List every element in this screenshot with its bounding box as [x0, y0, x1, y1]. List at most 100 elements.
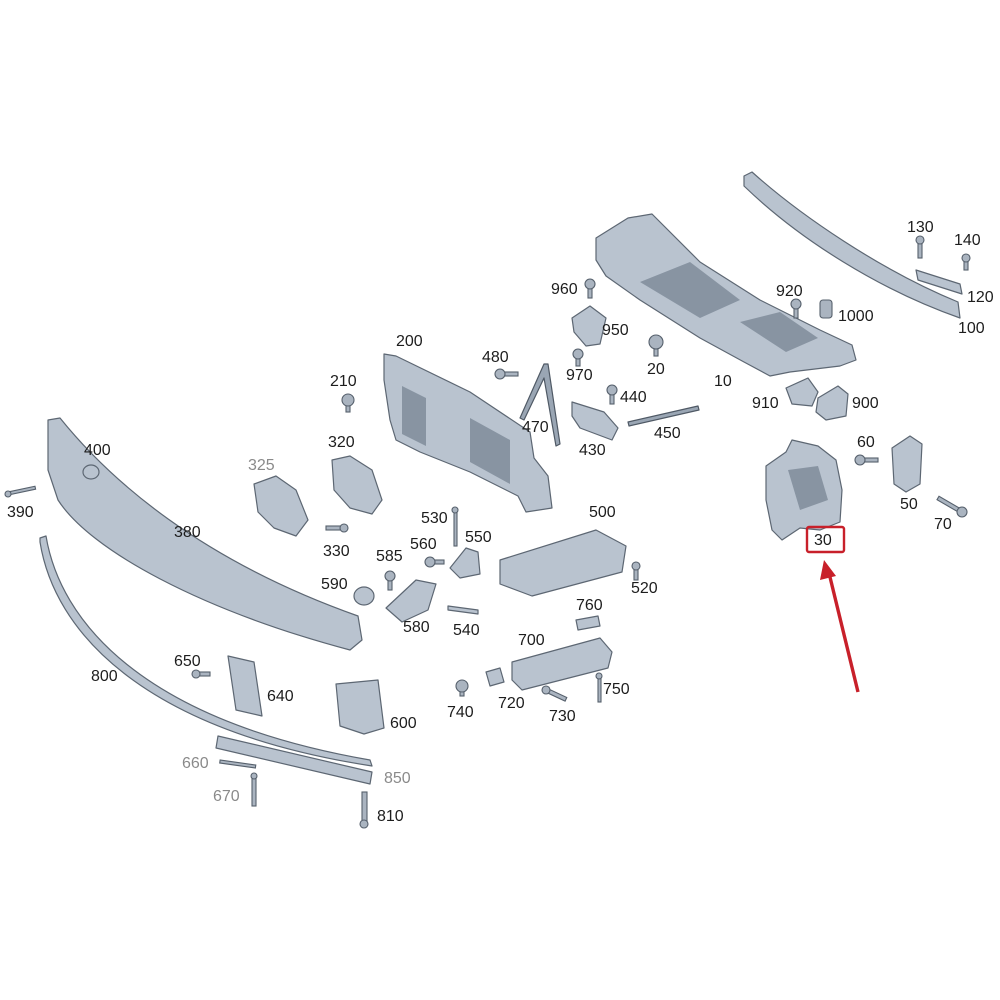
part-200-frame-opening-left	[402, 386, 426, 446]
label-30: 30	[814, 532, 832, 549]
part-590-clip	[353, 586, 375, 606]
label-430: 430	[579, 442, 606, 459]
highlight-arrow	[827, 572, 860, 693]
part-850-strip	[215, 735, 373, 785]
part-380-bumper-beam	[47, 417, 363, 651]
part-320-bracket	[331, 455, 383, 515]
label-50: 50	[900, 496, 918, 513]
part-950-bracket	[571, 305, 607, 347]
part-550-bracket	[449, 547, 481, 579]
bolt-750	[595, 672, 603, 703]
bolt-1000	[819, 299, 833, 319]
bolt-970	[572, 348, 584, 367]
bolt-660	[219, 759, 257, 769]
bolt-650	[191, 669, 211, 679]
part-430-bracket	[571, 401, 619, 441]
part-450-rod	[627, 405, 700, 427]
bolt-480	[494, 368, 519, 380]
part-700-housing	[511, 637, 613, 691]
bolt-730	[541, 685, 568, 702]
label-970: 970	[566, 367, 593, 384]
highlight-box-30	[805, 525, 846, 554]
label-660: 660	[182, 755, 209, 772]
part-720-block	[485, 667, 505, 687]
label-400: 400	[84, 442, 111, 459]
part-120-bracket	[915, 269, 963, 295]
bolt-60	[854, 454, 879, 466]
label-800: 800	[91, 668, 118, 685]
label-760: 760	[576, 597, 603, 614]
label-910: 910	[752, 395, 779, 412]
bolt-960	[584, 278, 596, 299]
part-10-panel-inner	[640, 262, 740, 318]
label-120: 120	[967, 289, 994, 306]
bolt-560	[424, 556, 445, 568]
label-500: 500	[589, 504, 616, 521]
label-10: 10	[714, 373, 732, 390]
label-550: 550	[465, 529, 492, 546]
label-140: 140	[954, 232, 981, 249]
label-540: 540	[453, 622, 480, 639]
bolt-520	[631, 561, 641, 581]
label-70: 70	[934, 516, 952, 533]
label-440: 440	[620, 389, 647, 406]
label-210: 210	[330, 373, 357, 390]
label-730: 730	[549, 708, 576, 725]
bolt-20	[648, 334, 664, 357]
label-950: 950	[602, 322, 629, 339]
label-740: 740	[447, 704, 474, 721]
label-920: 920	[776, 283, 803, 300]
label-380: 380	[174, 524, 201, 541]
part-600-plate	[335, 679, 385, 735]
label-560: 560	[410, 536, 437, 553]
part-470-strut	[519, 363, 561, 447]
part-50-bracket	[891, 435, 923, 493]
label-850: 850	[384, 770, 411, 787]
label-325: 325	[248, 457, 275, 474]
label-390: 390	[7, 504, 34, 521]
label-470: 470	[522, 419, 549, 436]
label-600: 600	[390, 715, 417, 732]
label-100: 100	[958, 320, 985, 337]
label-750: 750	[603, 681, 630, 698]
label-720: 720	[498, 695, 525, 712]
bolt-810	[359, 791, 369, 829]
label-960: 960	[551, 281, 578, 298]
label-320: 320	[328, 434, 355, 451]
bolt-330	[325, 523, 349, 533]
bolt-70	[936, 495, 968, 518]
part-325-bracket	[253, 475, 309, 537]
part-800-lower-trim	[39, 535, 373, 767]
label-130: 130	[907, 219, 934, 236]
part-540-clip	[447, 605, 479, 615]
part-760-block	[575, 615, 601, 631]
part-30-bracket-ribs	[788, 466, 828, 510]
label-60: 60	[857, 434, 875, 451]
label-480: 480	[482, 349, 509, 366]
label-450: 450	[654, 425, 681, 442]
callout-labels: 130 140 120 100 960 920 1000 950 200 480…	[7, 219, 994, 825]
label-1000: 1000	[838, 308, 874, 325]
part-640-plate	[227, 655, 263, 717]
label-650: 650	[174, 653, 201, 670]
part-400-cap	[82, 464, 100, 480]
label-530: 530	[421, 510, 448, 527]
bolt-130	[915, 235, 925, 259]
label-640: 640	[267, 688, 294, 705]
bolt-210	[341, 393, 355, 413]
bolt-920	[790, 298, 802, 319]
label-700: 700	[518, 632, 545, 649]
bolt-530	[451, 506, 459, 547]
label-585: 585	[376, 548, 403, 565]
part-100-upper-bar	[743, 171, 961, 319]
part-910-bracket	[785, 377, 819, 407]
part-10-panel-inner-2	[740, 312, 818, 352]
label-20: 20	[647, 361, 665, 378]
label-590: 590	[321, 576, 348, 593]
label-520: 520	[631, 580, 658, 597]
label-200: 200	[396, 333, 423, 350]
highlight-arrow-head	[820, 560, 836, 580]
bolt-440	[606, 384, 618, 405]
